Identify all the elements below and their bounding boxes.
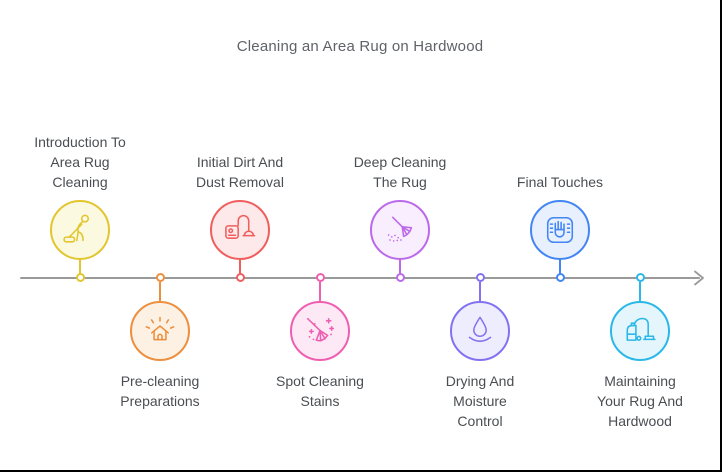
step-label: Drying And Moisture Control (445, 373, 515, 429)
step-icon-circle (210, 200, 270, 260)
step-drying-and-moisture-control: Drying And Moisture Control (400, 0, 560, 470)
step-label: Initial Dirt And Dust Removal (196, 154, 284, 190)
broom-sparkles-icon (306, 317, 335, 342)
step-icon-circle (130, 301, 190, 361)
step-spot-cleaning-stains: Spot Cleaning Stains (240, 0, 400, 470)
dusting-brush-icon (387, 216, 413, 242)
timeline-marker (75, 273, 85, 282)
step-final-touches: Final Touches (480, 0, 640, 470)
vacuum-cleaner-icon (225, 214, 256, 239)
step-icon-circle (290, 301, 350, 361)
timeline-marker (475, 273, 485, 282)
step-pre-cleaning-preparations: Pre-cleaning Preparations (80, 0, 240, 470)
step-icon-circle (610, 301, 670, 361)
step-label: Introduction To Area Rug Cleaning (34, 134, 126, 190)
timeline-marker (315, 273, 325, 282)
timeline-arrow-icon (694, 270, 704, 286)
step-icon-circle (530, 200, 590, 260)
step-icon-circle (370, 200, 430, 260)
connector-line (79, 259, 81, 275)
hand-press-icon (546, 216, 574, 244)
diagram-title: Cleaning an Area Rug on Hardwood (236, 38, 484, 55)
person-vacuuming-icon (63, 214, 90, 243)
vacuum-maintenance-icon (626, 317, 656, 341)
connector-line (239, 259, 241, 275)
step-icon-circle (50, 200, 110, 260)
step-deep-cleaning-the-rug: Deep Cleaning The Rug (320, 0, 480, 470)
timeline-marker (555, 273, 565, 282)
step-maintaining-your-rug-and-hardwood: Maintaining Your Rug And Hardwood (560, 0, 720, 470)
step-introduction-to-area-rug-cleaning: Introduction To Area Rug Cleaning (0, 0, 160, 470)
connector-line (399, 259, 401, 275)
connector-line (559, 259, 561, 275)
connector-line (319, 282, 321, 302)
connector-line (479, 282, 481, 302)
timeline-marker (635, 273, 645, 282)
step-label: Deep Cleaning The Rug (353, 154, 447, 190)
timeline-marker (395, 273, 405, 282)
connector-line (159, 282, 161, 302)
step-initial-dirt-and-dust-removal: Initial Dirt And Dust Removal (160, 0, 320, 470)
water-drop-icon (468, 316, 492, 342)
timeline-marker (155, 273, 165, 282)
step-label: Final Touches (516, 174, 604, 190)
step-label: Spot Cleaning Stains (276, 373, 364, 409)
step-label: Maintaining Your Rug And Hardwood (597, 373, 683, 429)
timeline-axis (20, 277, 700, 279)
timeline-marker (235, 273, 245, 282)
sparkling-house-icon (145, 316, 175, 341)
step-icon-circle (450, 301, 510, 361)
connector-line (639, 282, 641, 302)
step-label: Pre-cleaning Preparations (120, 373, 200, 409)
